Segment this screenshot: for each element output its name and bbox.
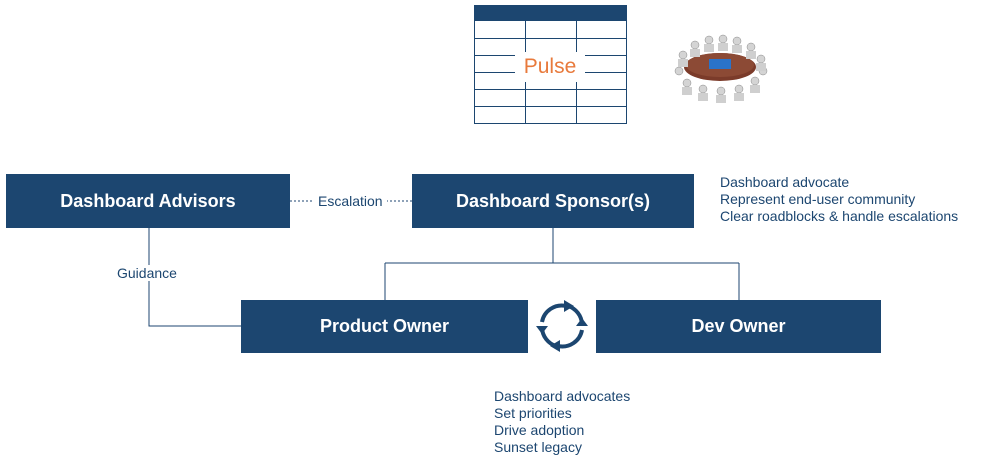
dev-owner-box: Dev Owner [596,300,881,353]
guidance-line [148,228,241,327]
owner-notes: Dashboard advocates Set priorities Drive… [494,388,630,456]
owner-note: Sunset legacy [494,439,582,455]
meeting-table-picture [674,34,768,103]
sponsor-note: Dashboard advocate [720,174,850,190]
pulse-table-header [475,6,626,21]
dashboard-sponsor-box: Dashboard Sponsor(s) [412,174,694,228]
product-owner-box: Product Owner [241,300,528,353]
sponsor-notes: Dashboard advocate Represent end-user co… [720,174,958,225]
guidance-label: Guidance [117,265,177,281]
dashboard-advisors-box: Dashboard Advisors [6,174,290,228]
escalation-label: Escalation [314,193,387,209]
owner-note: Dashboard advocates [494,388,631,404]
owner-note: Set priorities [494,405,572,421]
sponsor-note: Represent end-user community [720,191,916,207]
owner-note: Drive adoption [494,422,585,438]
sponsor-note: Clear roadblocks & handle escalations [720,208,959,224]
pulse-label: Pulse [515,52,585,82]
